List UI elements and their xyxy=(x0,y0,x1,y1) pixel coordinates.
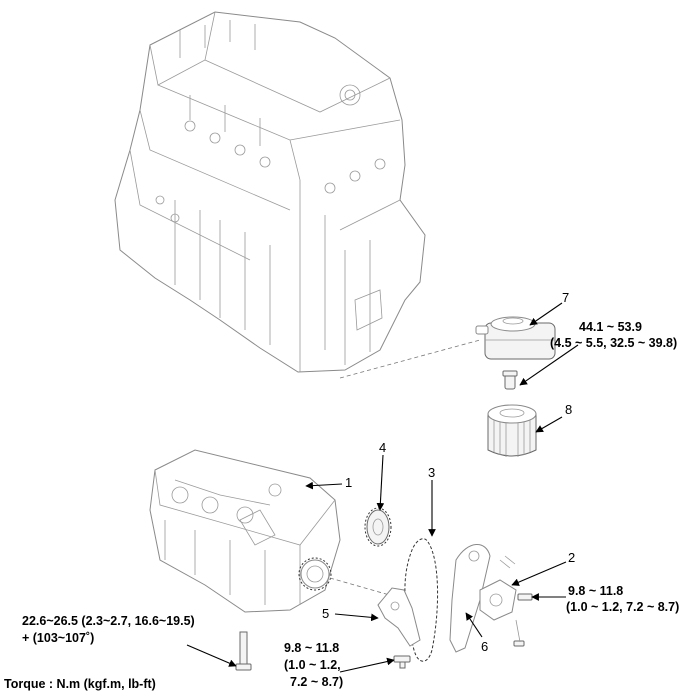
chain-tensioner xyxy=(479,555,533,647)
oil-cooler-fitting xyxy=(502,370,518,390)
callout-2: 2 xyxy=(568,550,575,565)
callout-8: 8 xyxy=(565,402,572,417)
sprocket xyxy=(364,507,392,547)
callout-4: 4 xyxy=(379,440,386,455)
leader-6 xyxy=(465,612,483,638)
callout-6: 6 xyxy=(481,639,488,654)
module-bolt xyxy=(235,631,252,671)
oil-cooler xyxy=(475,316,556,360)
module-bolt-torque-line1: 22.6~26.5 (2.3~2.7, 16.6~19.5) xyxy=(22,614,195,628)
balance-shaft-module xyxy=(149,449,341,613)
timing-chain xyxy=(404,538,439,662)
leader-guide-bolt-torque xyxy=(339,657,395,673)
callout-3: 3 xyxy=(428,465,435,480)
module-bolt-torque-line2: + (103~107˚) xyxy=(22,631,94,645)
tensioner-torque-line1: 9.8 ~ 11.8 xyxy=(568,584,623,598)
chain-guide xyxy=(377,587,421,647)
leader-4 xyxy=(376,454,385,511)
leader-1 xyxy=(305,481,343,490)
callout-5: 5 xyxy=(322,606,329,621)
tensioner-torque-line2: (1.0 ~ 1.2, 7.2 ~ 8.7) xyxy=(566,600,679,614)
leader-module-bolt-torque xyxy=(186,644,237,667)
leader-2 xyxy=(511,561,567,586)
guide-bolt-torque-line1: 9.8 ~ 11.8 xyxy=(284,641,339,655)
leader-oil-cooler-torque xyxy=(519,344,579,386)
tensioner-arm xyxy=(449,544,491,653)
leader-7 xyxy=(529,302,563,326)
leader-5 xyxy=(334,613,379,622)
oil-filter xyxy=(487,404,537,457)
torque-units-note: Torque : N.m (kgf.m, lb-ft) xyxy=(4,677,156,691)
callout-1: 1 xyxy=(345,475,352,490)
guide-bolt-torque-line2: (1.0 ~ 1.2, xyxy=(284,658,341,672)
guide-bolt xyxy=(393,655,411,669)
oil-cooler-torque-line1: 44.1 ~ 53.9 xyxy=(579,320,642,334)
guide-bolt-torque-line3: 7.2 ~ 8.7) xyxy=(290,675,343,689)
oil-cooler-torque-line2: (4.5 ~ 5.5, 32.5 ~ 39.8) xyxy=(550,336,677,350)
leader-8 xyxy=(535,416,563,433)
engine-block xyxy=(114,11,426,373)
callout-7: 7 xyxy=(562,290,569,305)
